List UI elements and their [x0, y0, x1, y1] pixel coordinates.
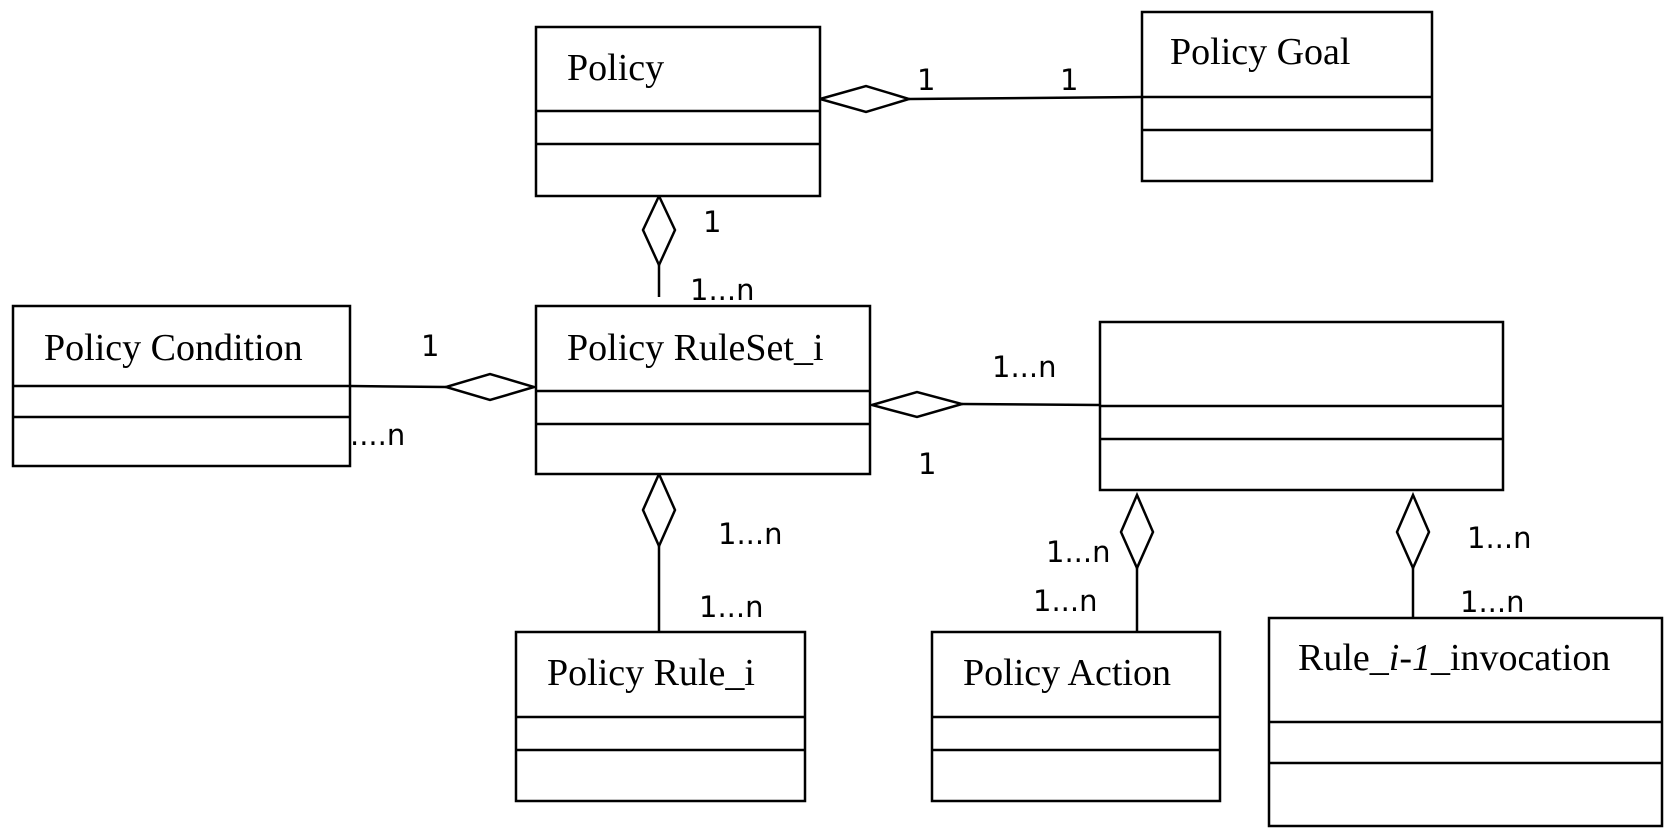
class-name: Policy Goal [1170, 31, 1350, 73]
multiplicity-label: 1...n [1467, 521, 1532, 555]
class-name: Policy Condition [44, 327, 303, 369]
multiplicity-label: 1 [917, 63, 935, 97]
multiplicity-label: 1 [1060, 63, 1078, 97]
multiplicity-label: 1 [703, 205, 721, 239]
class-name: Policy Rule_i [547, 652, 755, 694]
multiplicity-label: 1...n [1460, 585, 1525, 619]
class-name: Rule_i-1_invocation [1298, 637, 1610, 679]
policy-goal-association [908, 95, 1143, 101]
multiplicity-label: 1...n [1033, 584, 1098, 618]
multiplicity-label: 1...n [718, 517, 783, 551]
class-policy-goal: Policy Goal [1140, 10, 1434, 183]
class-name-italic: i-1 [1389, 637, 1431, 679]
condition-ruleset-aggregation-diamond [441, 372, 539, 402]
class-policy-condition: Policy Condition [11, 304, 352, 468]
class-name: Policy Action [963, 652, 1171, 694]
multiplicity-label: 1...n [699, 590, 764, 624]
unnamed-ruleset-association [961, 402, 1101, 407]
multiplicity-label: 1 [918, 447, 936, 481]
multiplicity-label: 1...n [690, 273, 755, 307]
unnamed-ruleset-aggregation-diamond [867, 390, 967, 419]
class-name-prefix: Rule_ [1298, 637, 1390, 679]
class-rule-invocation: Rule_i-1_invocation [1267, 616, 1664, 828]
rule-ruleset-aggregation-diamond [641, 470, 677, 550]
class-name: Policy [567, 47, 664, 89]
action-unnamed-aggregation-diamond [1119, 491, 1155, 572]
class-name: Policy RuleSet_i [567, 327, 824, 369]
class-policy-ruleset: Policy RuleSet_i [534, 304, 872, 476]
class-policy-rule: Policy Rule_i [514, 630, 807, 803]
invocation-unnamed-aggregation-diamond [1395, 491, 1431, 572]
multiplicity-label: 1 [421, 329, 439, 363]
policy-goal-aggregation-diamond [815, 84, 914, 114]
multiplicity-label: ....n [350, 418, 405, 452]
multiplicity-label: 1...n [1046, 535, 1111, 569]
condition-ruleset-association [349, 384, 447, 389]
class-policy-action: Policy Action [930, 630, 1222, 803]
class-name-suffix: _invocation [1430, 637, 1610, 679]
policy-ruleset-aggregation-diamond [641, 193, 677, 269]
class-unnamed [1098, 320, 1505, 492]
class-policy: Policy [534, 25, 822, 198]
multiplicity-label: 1...n [992, 350, 1057, 384]
